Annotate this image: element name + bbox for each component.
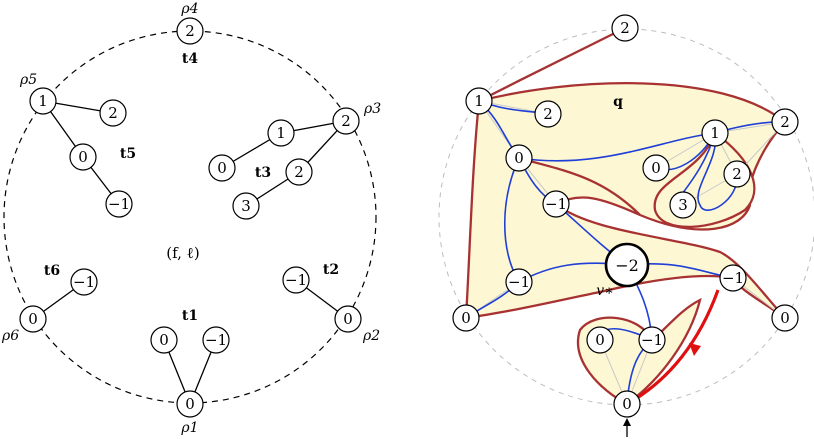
svg-text:−1: −1 bbox=[108, 195, 130, 213]
tree-node: −1 bbox=[202, 326, 230, 354]
tree-node: −1 bbox=[105, 190, 133, 218]
tree-node: 2 bbox=[99, 99, 127, 127]
map-node: 0 bbox=[613, 390, 641, 418]
map-node: 2 bbox=[771, 108, 799, 136]
tree-labels: t1 t2 t3 t4 t5 t6 bbox=[44, 51, 339, 324]
tree-node: 0 bbox=[208, 154, 236, 182]
map-node: 2 bbox=[611, 14, 639, 42]
svg-text:3: 3 bbox=[678, 196, 688, 214]
tree-label-t4: t4 bbox=[182, 51, 198, 67]
svg-text:0: 0 bbox=[595, 331, 605, 349]
root-label-rho5: ρ5 bbox=[19, 72, 37, 88]
svg-text:0: 0 bbox=[159, 331, 169, 349]
svg-text:−1: −1 bbox=[205, 331, 227, 349]
boundary-circle bbox=[3, 30, 377, 404]
svg-text:0: 0 bbox=[78, 148, 88, 166]
svg-text:0: 0 bbox=[343, 310, 353, 328]
left-panel: 0 0 −1 0 −1 2 1 0 2 3 2 1 2 0 −1 0 −1 ρ1… bbox=[1, 1, 381, 436]
svg-text:0: 0 bbox=[28, 310, 38, 328]
svg-text:0: 0 bbox=[651, 159, 661, 177]
vertex-label-vstar: v∗ bbox=[596, 283, 613, 299]
map-node: −1 bbox=[542, 190, 570, 218]
root-label-rho3: ρ3 bbox=[363, 101, 381, 117]
tree-label-t6: t6 bbox=[44, 263, 60, 279]
root-label-rho4: ρ4 bbox=[180, 1, 198, 17]
svg-text:0: 0 bbox=[514, 149, 524, 167]
map-node: 0 bbox=[642, 154, 670, 182]
tree-node: 0 bbox=[150, 326, 178, 354]
svg-text:0: 0 bbox=[461, 309, 471, 327]
map-node: 0 bbox=[505, 144, 533, 172]
map-node: 1 bbox=[701, 119, 729, 147]
tree-label-t3: t3 bbox=[255, 165, 271, 181]
svg-text:−1: −1 bbox=[641, 331, 663, 349]
tree-node: 2 bbox=[285, 158, 313, 186]
map-node: 2 bbox=[534, 100, 562, 128]
svg-text:2: 2 bbox=[108, 104, 118, 122]
tree-label-t1: t1 bbox=[182, 308, 198, 324]
right-nodes: 2 1 2 0 −1 1 2 0 2 3 −2 −1 0 −1 0 0 −1 0 bbox=[452, 14, 799, 418]
map-node: −1 bbox=[638, 326, 666, 354]
map-node: −1 bbox=[505, 268, 533, 296]
tree-node: 0 bbox=[176, 390, 204, 418]
tree-node: 3 bbox=[232, 192, 260, 220]
svg-text:2: 2 bbox=[294, 163, 304, 181]
svg-text:1: 1 bbox=[38, 92, 48, 110]
root-edge bbox=[626, 289, 720, 406]
svg-text:2: 2 bbox=[185, 22, 195, 40]
tree-node: 1 bbox=[267, 119, 295, 147]
tree-node: −1 bbox=[282, 266, 310, 294]
svg-text:−1: −1 bbox=[285, 271, 307, 289]
svg-text:2: 2 bbox=[732, 165, 742, 183]
root-label-rho1: ρ1 bbox=[180, 420, 198, 436]
svg-text:2: 2 bbox=[543, 105, 553, 123]
tree-node: 0 bbox=[19, 305, 47, 333]
tree-label-t2: t2 bbox=[323, 262, 339, 278]
svg-text:0: 0 bbox=[622, 395, 632, 413]
svg-text:1: 1 bbox=[276, 124, 286, 142]
outer-circle bbox=[438, 28, 814, 406]
tree-node: 2 bbox=[332, 107, 360, 135]
face-label-q: q bbox=[613, 94, 623, 110]
svg-text:0: 0 bbox=[780, 309, 790, 327]
svg-text:1: 1 bbox=[710, 124, 720, 142]
left-nodes: 0 0 −1 0 −1 2 1 0 2 3 2 1 2 0 −1 0 −1 bbox=[19, 17, 362, 418]
map-node: 2 bbox=[723, 160, 751, 188]
map-node: 0 bbox=[452, 304, 480, 332]
svg-text:3: 3 bbox=[241, 197, 251, 215]
tree-node: −1 bbox=[70, 268, 98, 296]
forest-label: (f, ℓ) bbox=[166, 244, 199, 262]
svg-text:−2: −2 bbox=[615, 256, 639, 275]
svg-text:−1: −1 bbox=[508, 273, 530, 291]
map-node: 1 bbox=[465, 87, 493, 115]
root-labels: ρ1 ρ2 ρ3 ρ4 ρ5 ρ6 bbox=[1, 1, 381, 436]
right-panel: 2 1 2 0 −1 1 2 0 2 3 −2 −1 0 −1 0 0 −1 0… bbox=[438, 14, 814, 437]
map-node: 0 bbox=[771, 304, 799, 332]
map-node: −1 bbox=[719, 264, 747, 292]
svg-text:−1: −1 bbox=[545, 195, 567, 213]
special-vertex: −2 bbox=[604, 242, 650, 288]
bottom-arrow-icon bbox=[623, 418, 631, 437]
tree-label-t5: t5 bbox=[120, 146, 136, 162]
map-node: 0 bbox=[586, 326, 614, 354]
tree-edges-dark bbox=[478, 26, 641, 216]
svg-text:1: 1 bbox=[474, 92, 484, 110]
tree-node: 0 bbox=[334, 305, 362, 333]
svg-text:−1: −1 bbox=[722, 269, 744, 287]
svg-text:2: 2 bbox=[341, 112, 351, 130]
root-label-rho2: ρ2 bbox=[362, 328, 380, 344]
tree-node: 1 bbox=[29, 87, 57, 115]
tree-node: 2 bbox=[176, 17, 204, 45]
map-node: 3 bbox=[669, 191, 697, 219]
svg-text:0: 0 bbox=[217, 159, 227, 177]
svg-text:0: 0 bbox=[185, 395, 195, 413]
svg-text:2: 2 bbox=[620, 19, 630, 37]
svg-text:2: 2 bbox=[780, 113, 790, 131]
svg-text:−1: −1 bbox=[73, 273, 95, 291]
root-label-rho6: ρ6 bbox=[1, 328, 19, 344]
root-edge-arrow-icon bbox=[689, 343, 701, 356]
tree-node: 0 bbox=[69, 143, 97, 171]
